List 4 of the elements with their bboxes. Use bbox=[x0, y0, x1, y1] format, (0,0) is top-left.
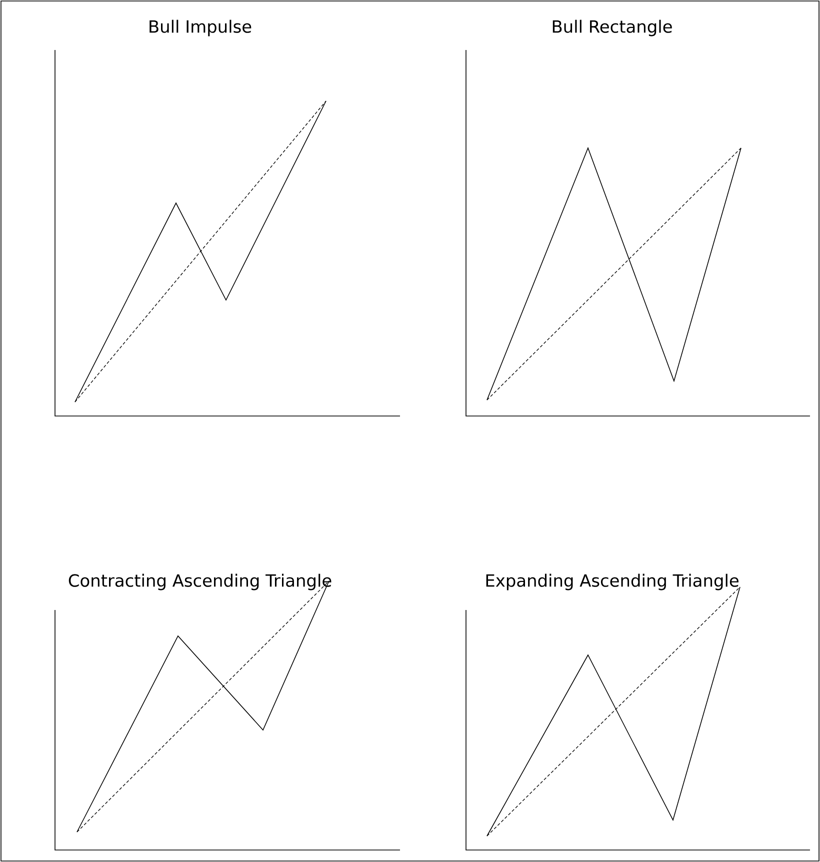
chart-title: Contracting Ascending Triangle bbox=[68, 574, 332, 590]
chart-title: Expanding Ascending Triangle bbox=[486, 574, 738, 590]
chart-title: Bull Impulse bbox=[150, 20, 252, 36]
chart-title: Bull Rectangle bbox=[552, 20, 672, 36]
